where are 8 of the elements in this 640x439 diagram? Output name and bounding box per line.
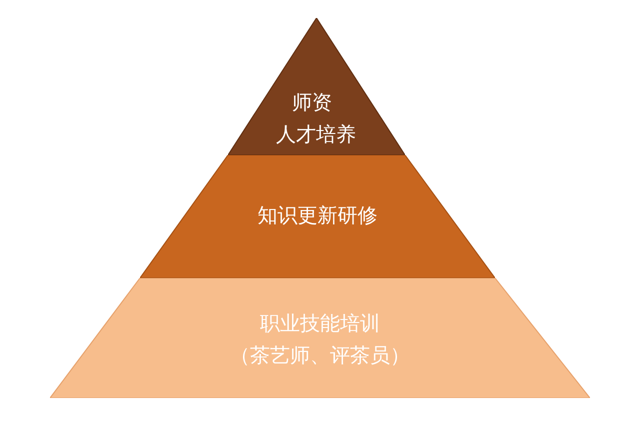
pyramid-tier <box>228 18 405 155</box>
pyramid-tier <box>50 278 590 398</box>
tier-label: 人才培养 <box>276 122 356 146</box>
tier-label: 职业技能培训 <box>259 311 381 335</box>
tier-label: 知识更新研修 <box>256 203 378 227</box>
tier-label: （茶艺师、评茶员） <box>229 343 411 367</box>
tier-label: 师资 <box>292 90 332 114</box>
pyramid-tier <box>140 155 495 278</box>
